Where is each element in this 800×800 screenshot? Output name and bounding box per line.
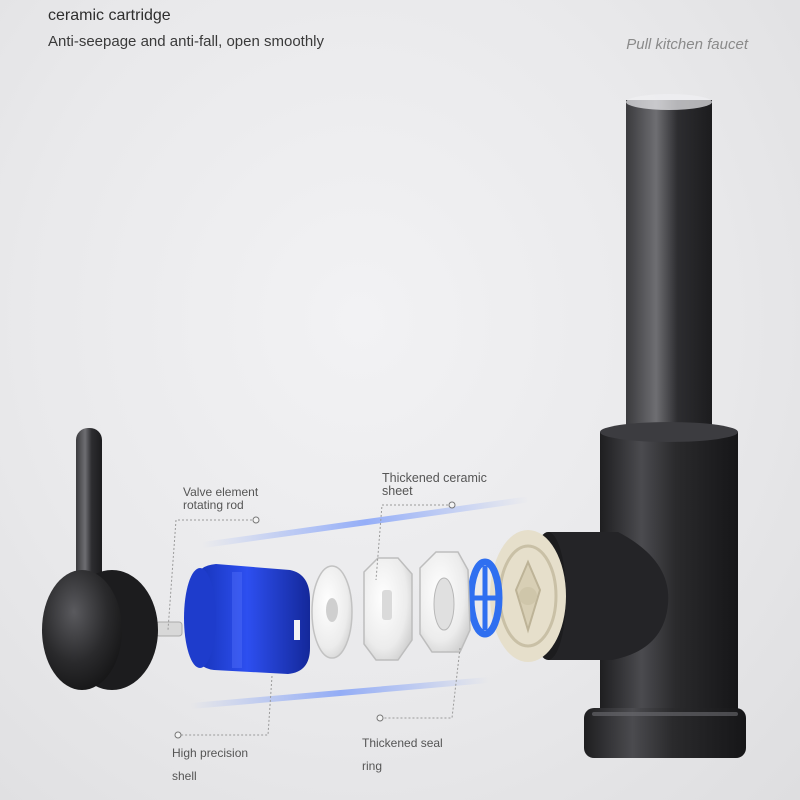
seal-ring <box>467 558 503 638</box>
streak-top <box>201 496 529 549</box>
faucet-side-socket <box>548 532 669 660</box>
callout-line-sheet <box>375 504 452 581</box>
ceramic-sheet-2-notch <box>382 590 392 620</box>
streak-bottom <box>190 676 490 710</box>
product-label: Pull kitchen faucet <box>626 36 748 53</box>
callout-dot-seal <box>376 714 384 722</box>
cartridge-base-hub <box>519 587 537 605</box>
faucet-base-foot <box>584 708 746 758</box>
faucet-foot-highlight <box>592 712 738 716</box>
subheading: Anti-seepage and anti-fall, open smoothl… <box>48 33 325 50</box>
cartridge-shell-slot <box>294 620 300 640</box>
callout-lines <box>167 504 461 736</box>
handle-knob-face <box>42 570 122 690</box>
ceramic-sheet-2 <box>363 557 413 661</box>
cartridge-base <box>490 530 566 662</box>
cartridge-shell <box>184 564 310 674</box>
callout-shell-line1: High precision <box>172 746 249 760</box>
callout-dot-rod <box>252 516 260 524</box>
rotating-rod-stem <box>155 621 183 637</box>
cartridge-shell-highlight <box>232 572 242 668</box>
ceramic-sheet-1 <box>311 565 353 659</box>
callout-seal-line2: ring <box>362 759 383 773</box>
faucet-base-column-top <box>600 422 738 442</box>
callout-ceramic-sheet: Thickened ceramic sheet <box>382 471 487 498</box>
motion-streaks <box>190 496 529 710</box>
faucet-spout <box>626 100 712 435</box>
callout-rotating-rod: Valve element rotating rod <box>183 485 259 512</box>
ceramic-sheet-3-hole <box>433 577 455 631</box>
handle-knob <box>42 570 158 690</box>
callout-dot-shell <box>174 731 182 739</box>
callout-line-rod <box>167 519 256 631</box>
callout-shell-line2: shell <box>172 769 197 783</box>
callout-dots <box>174 501 456 739</box>
handle-lever-bar <box>76 428 102 603</box>
callout-dot-sheet <box>448 501 456 509</box>
cartridge-shell-body <box>196 564 310 674</box>
heading: ceramic cartridge <box>48 7 171 24</box>
ceramic-sheet-3 <box>419 551 471 653</box>
seal-ring-outer <box>467 558 503 638</box>
callout-seal-line1: Thickened seal <box>362 736 443 750</box>
ceramic-sheet-1-hole <box>326 598 338 622</box>
faucet-body <box>530 94 746 758</box>
faucet-spout-top <box>626 94 712 110</box>
cartridge-shell-face <box>184 568 216 668</box>
